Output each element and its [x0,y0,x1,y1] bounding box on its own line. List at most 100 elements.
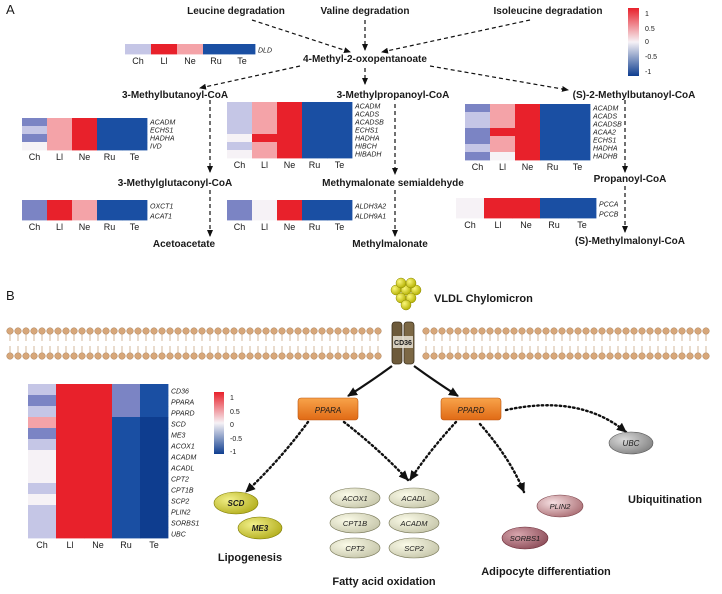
lipid-head [326,327,334,335]
heatmap-cell [327,210,353,221]
compound-right-1: (S)-2-Methylbutanoyl-CoA [573,90,696,101]
heatmap-cell [277,142,303,151]
lipid-head [694,352,702,360]
lipid-head [582,327,590,335]
heatmap-cell [112,516,141,528]
heatmap-gene-label: HIBADH [355,152,382,159]
lipid-head [550,327,558,335]
heatmap-cell [84,483,113,495]
legend-b-tick: 0.5 [230,409,240,416]
compound-left-1: 3-Methylbutanoyl-CoA [122,90,228,101]
heatmap-cell [327,110,353,119]
lipid-head [494,327,502,335]
lipid-head [174,327,182,335]
lipid-head [510,352,518,360]
heatmap-cell [56,428,85,440]
heatmap-cell [22,134,48,143]
lipid-head [270,327,278,335]
lipid-head [302,327,310,335]
heatmap-cell [22,142,48,151]
legend-a-tick: -1 [645,69,651,76]
heatmap-cell [28,516,57,528]
lipid-head [454,352,462,360]
legend-a-tick: 1 [645,11,649,18]
heatmap-cell [56,516,85,528]
lipid-head [542,352,550,360]
heatmap-cell [465,112,491,121]
heatmap-big: CD36PPARAPPARDSCDME3ACOX1ACADMACADLCPT2C… [28,384,200,550]
arrow-ppard-ubc [504,404,628,434]
heatmap-cell [140,461,169,473]
heatmap-tissue-label: Ru [210,56,222,66]
lipid-head [550,352,558,360]
ppard-label: PPARD [458,406,485,415]
lipid-head [94,327,102,335]
lipid-head [534,327,542,335]
heatmap-cell [47,210,73,221]
heatmap-cell [565,128,591,137]
heatmap-tissue-label: Ll [56,152,63,162]
heatmap-cell [302,102,328,111]
lipid-head [246,327,254,335]
heatmap-tissue-label: Ru [309,160,321,170]
heatmap-cell [112,483,141,495]
heatmap-cell [112,505,141,517]
heatmap-cell [540,144,566,153]
heatmap-cell [56,439,85,451]
lipid-head [190,352,198,360]
lipid-head [662,327,670,335]
source-isoleucine: Isoleucine degradation [494,6,603,17]
lipid-head [86,327,94,335]
vldl-particle-icon [390,277,422,311]
heatmap-cell [252,200,278,211]
heatmap-cell [302,150,328,159]
heatmap-cell [140,406,169,418]
heatmap-cell [565,152,591,161]
lipid-head [94,352,102,360]
gene-cpt2-label: CPT2 [345,544,365,553]
heatmap-cell [112,527,141,539]
gene-ubc: UBC [608,431,654,455]
gene-scd: SCD [213,491,259,515]
lipid-head [238,327,246,335]
compound-middle-1: 3-Methylpropanoyl-CoA [337,90,450,101]
heatmap-cell [540,112,566,121]
lipid-head [574,352,582,360]
heatmap-cell [84,406,113,418]
heatmap-gene-label: ACADSB [354,120,384,127]
lipid-head [598,327,606,335]
heatmap-cell [540,152,566,161]
heatmap-cell [112,417,141,429]
heatmap-tissue-label: Ne [520,220,532,230]
gene-sorbs1-label: SORBS1 [510,534,540,543]
heatmap-cell [252,210,278,221]
heatmap-cell [456,198,485,209]
heatmap-tissue-label: Ch [472,162,484,172]
lipid-head [702,352,710,360]
heatmap-cell [490,152,516,161]
lipid-head [182,327,190,335]
heatmap-cell [84,417,113,429]
lipid-head [358,352,366,360]
heatmap-tissue-label: Ll [494,220,501,230]
lipid-head [126,327,134,335]
gene-acadm: ACADM [388,512,440,534]
heatmap-cell [140,439,169,451]
ppara-label: PPARA [315,406,342,415]
lipid-head [278,352,286,360]
heatmap-cell [252,142,278,151]
heatmap-cell [125,44,152,55]
lipid-head [198,352,206,360]
heatmap-gene-label: ACOX1 [170,444,195,451]
heatmap-cell [277,150,303,159]
heatmap-cell [140,505,169,517]
panel-label-a: A [6,2,15,17]
adipo-label: Adipocyte differentiation [481,566,611,578]
heatmap-cell [97,118,123,127]
ppard-box: PPARD [440,397,502,421]
lipid-head [366,352,374,360]
